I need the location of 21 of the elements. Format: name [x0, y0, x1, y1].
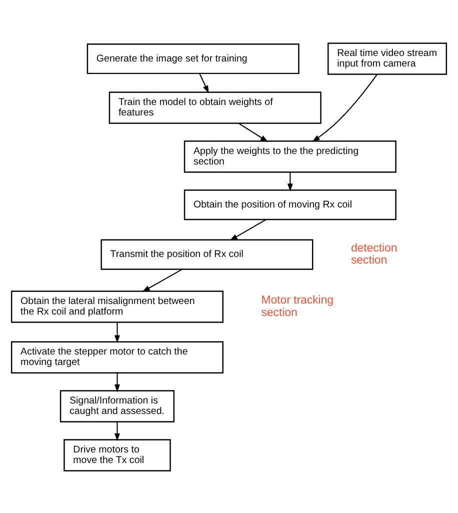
label: Motor tracking section: [261, 294, 334, 318]
arrow: [230, 218, 266, 240]
arrow: [114, 322, 120, 343]
node-box: Activate the stepper motor to catch the moving target: [10, 340, 224, 373]
node-box: Generate the image set for training: [86, 42, 300, 74]
node-box: Signal/Information is caught and assessed.: [60, 390, 175, 422]
node-box: Apply the weights to the the predicting section: [184, 140, 396, 172]
node-box: Obtain the position of moving Rx coil: [184, 189, 396, 220]
arrow: [114, 372, 120, 392]
node-box: Drive motors to move the Tx coil: [64, 438, 171, 471]
arrow: [238, 122, 268, 142]
arrow: [114, 421, 120, 441]
node-box: Obtain the lateral misalignment between the Rx coil and platform: [10, 290, 224, 322]
node-box: Real time video stream input from camera: [328, 42, 448, 74]
arrow: [199, 72, 209, 93]
label: detection section: [350, 242, 398, 266]
arrow: [312, 74, 378, 142]
arrow: [142, 268, 182, 292]
node-box: Transmit the position of Rx coil: [100, 238, 314, 270]
arrow: [287, 172, 293, 191]
node-box: Train the model to obtain weights of features: [108, 91, 322, 124]
